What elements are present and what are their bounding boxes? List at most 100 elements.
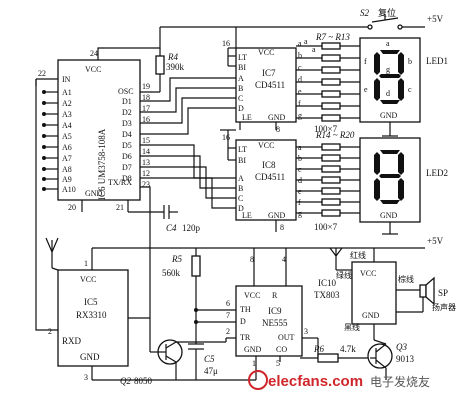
power-rail-top: +5V S2 复位 [160, 7, 444, 30]
ic9-pin-vcc: VCC [244, 291, 260, 300]
ic8-pin-lt: LT [238, 145, 247, 154]
ic5-receiver: VCC IC5 RX3310 RXD GND 1 2 3 [45, 237, 210, 382]
ic7-pin-out-b: b [298, 51, 302, 60]
ic8-pin-b: B [238, 184, 243, 193]
speaker-ref: SP [438, 288, 448, 298]
ic6-ref: IC6 UM3758-108A [97, 128, 107, 200]
led1-seg-d: d [386, 89, 390, 98]
ic6-pin18-num: 18 [142, 93, 150, 102]
ic6-pin-a1: A1 [62, 88, 72, 97]
ic7-part: CD4511 [255, 80, 285, 90]
ic8-pin8-num: 8 [280, 223, 284, 232]
ic6-pin-d3: D3 [122, 119, 132, 128]
r6-value: 4.7k [340, 344, 356, 354]
ic7-pin-b: B [238, 84, 243, 93]
ic5-vcc: VCC [80, 275, 96, 284]
ic7-ref: IC7 [262, 68, 276, 78]
ic7-pin-out-d: d [298, 75, 302, 84]
ic8-pin16-num: 16 [222, 133, 230, 142]
resistor-r4: R4 390k [140, 48, 185, 93]
ic6-pin20-num: 20 [68, 203, 76, 212]
ic9-pin8-num: 8 [250, 255, 254, 264]
plus5v-label-mid: +5V [427, 236, 444, 246]
ic10-transmitter: VCC GND IC10 TX803 红线 绿线 黑线 棕线 [314, 247, 420, 340]
ic5-gnd: GND [80, 352, 100, 362]
r7-r13-pin-0: a [312, 45, 316, 54]
ic9-pin-out: OUT [278, 333, 295, 342]
ic9-timer: VCC R TH D IC9 NE555 TR OUT GND CO 8 4 6… [196, 248, 319, 381]
led2-display: GND LED2 [359, 137, 448, 235]
r7-r13-value: 100×7 [314, 124, 338, 134]
ic6-pin-a2: A2 [62, 99, 72, 108]
ic9-pin5-num: 5 [276, 359, 280, 368]
transistor-q2: Q2 8050 [120, 318, 196, 386]
ic6-pin-a4: A4 [62, 121, 72, 130]
ic6-pin12-num: 12 [142, 169, 150, 178]
speaker: SP 扬声器 [396, 276, 456, 313]
ic9-pin-th: TH [240, 305, 251, 314]
r4-value: 390k [166, 62, 185, 72]
ic6-pin-d7: D7 [122, 163, 132, 172]
ic8-pin-c: C [238, 194, 243, 203]
ic5-pin3-num: 3 [84, 373, 88, 382]
ic6-pin-a10: A10 [62, 185, 76, 194]
ic6-pin-d6: D6 [122, 152, 132, 161]
ic9-pin2-num: 2 [226, 327, 230, 336]
ic6-pin-a6: A6 [62, 143, 72, 152]
watermark-cn: 电子发烧友 [370, 374, 430, 389]
ic6-pin15-num: 15 [142, 136, 150, 145]
ic8-ref: IC8 [262, 160, 276, 170]
led1-gnd: GND [380, 111, 398, 120]
watermark-logo-icon [248, 370, 268, 390]
transistor-q3: Q3 9013 [367, 339, 415, 380]
resistor-r5: R5 560k [162, 248, 236, 324]
q2-part: 8050 [134, 376, 153, 386]
ic6-pin-d8: D8 [122, 174, 132, 183]
c5-value: 47μ [204, 366, 218, 376]
ic6-vcc: VCC [85, 65, 101, 74]
led1-seg-c: c [408, 85, 412, 94]
led2-gnd: GND [380, 211, 398, 220]
ic7-pin-a: A [238, 74, 244, 83]
speaker-label: 扬声器 [432, 302, 456, 312]
led1-seg-g: g [386, 65, 390, 74]
ic8-pin-le: LE [242, 211, 252, 220]
s2-label: 复位 [378, 7, 396, 18]
ic6-pin-a9: A9 [62, 175, 72, 184]
ic6-pin16-num: 16 [142, 115, 150, 124]
r5-value: 560k [162, 268, 181, 278]
led1-ref: LED1 [426, 56, 448, 66]
ic6-pin19-num: 19 [142, 82, 150, 91]
ic9-pin3-num: 3 [304, 327, 308, 336]
ic7-pin-out-g: g [298, 111, 302, 120]
ic8-gnd: GND [268, 211, 286, 220]
capacitor-c5: C5 47μ [188, 322, 218, 380]
ic8-pin-a: A [238, 174, 244, 183]
watermark: elecfans.com 电子发烧友 [248, 370, 430, 390]
ic7-pin-lt: LT [238, 53, 247, 62]
ic10-wire-green: 绿线 [336, 270, 352, 280]
ic5-pin1-num: 1 [84, 259, 88, 268]
ic10-wire-red: 红线 [350, 250, 366, 260]
ic7-vcc: VCC [258, 48, 274, 57]
led1-seg-b: b [408, 57, 412, 66]
led1-display: a b c d e f g GND LED1 [359, 37, 448, 137]
ic6-pin-d1: D1 [122, 97, 132, 106]
ic10-vcc: VCC [360, 269, 376, 278]
ic6-pin-d4: D4 [122, 130, 132, 139]
led1-seg-e: e [364, 85, 368, 94]
ic7-pin-out-c: c [298, 63, 302, 72]
ic10-wire-brown: 棕线 [398, 274, 414, 284]
ic9-pin6-num: 6 [226, 299, 230, 308]
led2-ref: LED2 [426, 168, 448, 178]
ic7-decoder: LT BI A B C D LE VCC GND IC7 CD4511 16 8… [222, 39, 302, 134]
ic7-pin-out-f: f [298, 99, 301, 108]
ic7-pin-c: C [238, 94, 243, 103]
ic10-gnd: GND [362, 311, 380, 320]
r6-ref: R6 [313, 344, 324, 354]
ic9-part: NE555 [262, 318, 288, 328]
ic7-pin-le: LE [242, 113, 252, 122]
ic6-pin22-num: 22 [38, 69, 46, 78]
ic6-pin-a7: A7 [62, 154, 72, 163]
